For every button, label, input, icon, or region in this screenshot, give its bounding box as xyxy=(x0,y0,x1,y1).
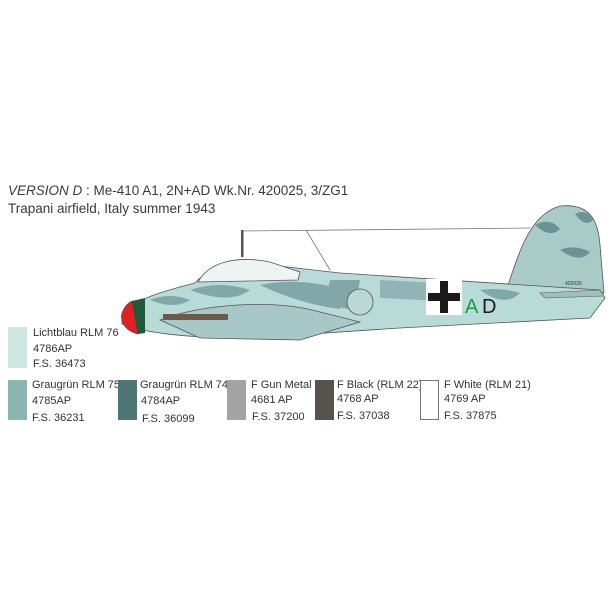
color-name: Graugrün RLM 75 xyxy=(32,379,121,391)
color-code: 4784AP xyxy=(141,395,181,407)
color-code: 4785AP xyxy=(32,395,72,407)
location-text: Trapani airfield, Italy summer 1943 xyxy=(8,201,216,216)
color-name: F White (RLM 21) xyxy=(444,379,531,391)
antenna-wire-lead xyxy=(305,229,331,271)
tail-fin xyxy=(507,205,605,294)
fs-number: F.S. 36231 xyxy=(32,412,85,424)
fuselage-camouflage xyxy=(150,280,520,310)
code-letter-a: A xyxy=(465,296,479,318)
color-name: Graugrün RLM 74 xyxy=(140,379,229,391)
gun-barbette xyxy=(346,288,374,316)
swatch-box xyxy=(8,327,27,368)
fs-number: F.S. 37200 xyxy=(252,411,305,423)
aircraft-description: : Me-410 A1, 2N+AD Wk.Nr. 420025, 3/ZG1 xyxy=(82,183,349,198)
antenna-wire xyxy=(241,227,531,232)
color-name: Lichtblau RLM 76 xyxy=(33,327,119,339)
color-code: 4769 AP xyxy=(444,393,486,405)
serial-marking: 420025 xyxy=(565,281,582,287)
spinner-green xyxy=(132,298,145,334)
swatch-box xyxy=(315,380,334,420)
code-letter-d: D xyxy=(482,296,496,318)
version-label: VERSION D xyxy=(8,183,83,198)
color-code: 4681 AP xyxy=(251,394,293,406)
fs-number: F.S. 37875 xyxy=(444,410,497,422)
spinner-red xyxy=(121,300,139,335)
color-name: F Gun Metal xyxy=(251,379,312,391)
color-code: 4768 AP xyxy=(337,393,379,405)
tail-camouflage xyxy=(535,212,593,258)
color-name: F Black (RLM 22) xyxy=(337,379,423,391)
engine-nacelle xyxy=(158,304,362,341)
fs-number: F.S. 37038 xyxy=(337,410,390,422)
color-code: 4786AP xyxy=(33,343,73,355)
fs-number: F.S. 36473 xyxy=(33,358,86,370)
tailplane xyxy=(539,289,605,299)
swatch-box xyxy=(118,380,137,420)
fuselage-camouflage-patch xyxy=(380,280,440,301)
fs-number: F.S. 36099 xyxy=(142,413,195,425)
version-title: VERSION D : Me-410 A1, 2N+AD Wk.Nr. 4200… xyxy=(8,183,348,198)
antenna-mast xyxy=(241,230,244,257)
balkenkreuz-marking xyxy=(426,279,462,315)
canopy xyxy=(197,259,301,283)
swatch-box xyxy=(8,380,27,420)
swatch-box xyxy=(420,380,439,420)
swatch-box xyxy=(227,380,246,420)
cannon-barrel xyxy=(163,314,228,320)
